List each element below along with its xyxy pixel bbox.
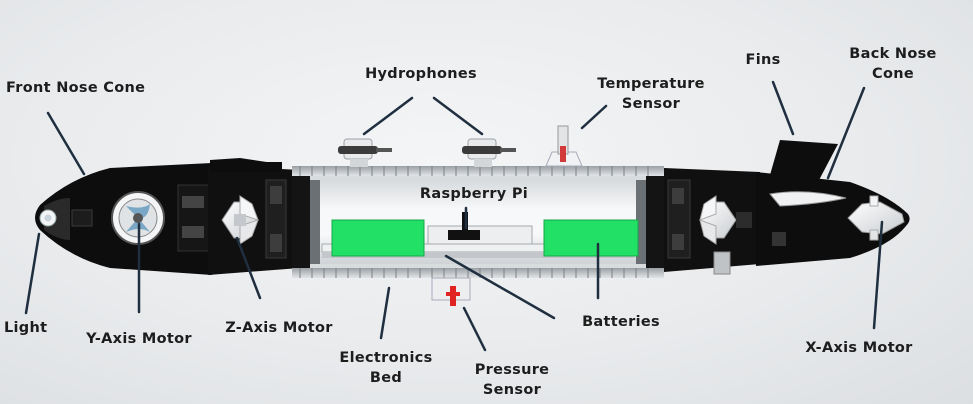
hydrophone-1 [338,138,392,167]
label-front-nose-cone: Front Nose Cone [6,80,146,96]
label-electronics-bed: Electronics Bed [328,348,444,388]
pressure-sensor [431,277,471,306]
temperature-sensor [545,125,583,167]
label-temperature-sensor-line-2: Sensor [621,96,681,112]
label-back-nose-cone: Back Nose Cone [832,44,954,84]
leader-batteries-1 [444,254,556,320]
leader-front-nose-cone [46,111,86,176]
label-electronics-bed-line-1: Electronics [339,350,433,366]
label-hydrophones: Hydrophones [365,66,477,82]
hydrophone-2 [462,138,516,167]
leader-hydrophone-1 [362,96,414,136]
label-light: Light [4,320,48,336]
label-x-axis-motor: X-Axis Motor [805,340,913,356]
back-nose-cone [756,140,910,266]
label-pressure-sensor: Pressure Sensor [462,360,562,400]
label-raspberry-pi: Raspberry Pi [419,186,529,202]
leader-pressure-sensor [462,306,487,352]
leader-fins [771,80,795,136]
label-pressure-sensor-line-2: Sensor [482,382,542,398]
label-y-axis-motor: Y-Axis Motor [86,331,192,347]
label-electronics-bed-line-2: Bed [369,370,403,386]
label-temperature-sensor-line-1: Temperature [597,76,705,92]
rear-motor-section [664,168,760,275]
label-temperature-sensor: Temperature Sensor [576,74,726,114]
label-batteries: Batteries [582,314,660,330]
label-back-nose-cone-line-2: Cone [872,66,914,82]
leader-back-nose-cone [826,86,866,180]
leader-hydrophone-2 [432,96,484,136]
leader-electronics-bed [379,286,391,340]
leader-x-axis-motor [872,220,884,330]
label-z-axis-motor: Z-Axis Motor [225,320,333,336]
leader-z-axis-motor [235,236,262,300]
main-tube [292,166,664,278]
leader-light [24,232,41,315]
label-back-nose-cone-line-1: Back Nose [849,46,937,62]
front-nose-cone [35,163,213,275]
front-motor-section [208,158,300,275]
leader-temperature-sensor [580,104,608,130]
label-pressure-sensor-line-1: Pressure [474,362,550,378]
label-fins: Fins [745,52,781,68]
